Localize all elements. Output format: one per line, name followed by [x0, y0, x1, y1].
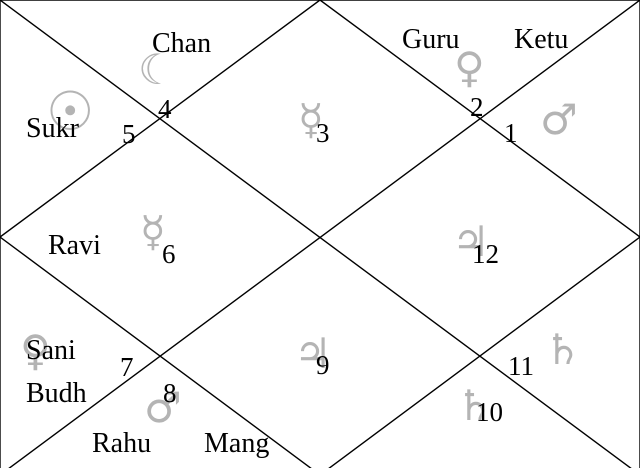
- glyph-house-3: ☿: [298, 95, 324, 144]
- planet-label-ketu: Ketu: [514, 24, 568, 55]
- house-number-12: 12: [472, 239, 499, 269]
- glyph-house-1: ♂: [540, 95, 578, 144]
- planet-label-mang: Mang: [204, 428, 269, 459]
- glyph-house-2: ♀: [454, 43, 485, 92]
- house-number-6: 6: [162, 239, 176, 269]
- planet-labels: Ketu Guru Chan Sukr Ravi Sani Budh Rahu …: [26, 24, 568, 459]
- planet-label-sukr: Sukr: [26, 113, 80, 144]
- house-number-2: 2: [470, 92, 484, 122]
- house-number-9: 9: [316, 350, 330, 380]
- planet-label-ravi: Ravi: [48, 230, 101, 261]
- planet-label-budh: Budh: [26, 378, 87, 409]
- glyph-house-10: ♄: [456, 381, 494, 430]
- planet-label-sani: Sani: [26, 335, 76, 366]
- house-number-7: 7: [120, 352, 134, 382]
- planet-label-chan: Chan: [152, 28, 211, 59]
- house-number-10: 10: [476, 397, 503, 427]
- glyph-house-11: ♄: [544, 325, 582, 374]
- glyph-house-5: ☉: [46, 80, 94, 143]
- glyph-house-12: ♃: [452, 217, 490, 266]
- house-number-5: 5: [122, 119, 136, 149]
- glyph-house-8: ♂: [144, 383, 182, 432]
- planet-label-guru: Guru: [402, 24, 460, 55]
- house-number-8: 8: [163, 378, 177, 408]
- house-numbers: 1 2 3 4 5 6 7 8 9 10 11 12: [120, 92, 534, 427]
- glyph-house-9: ♃: [294, 329, 332, 378]
- house-number-3: 3: [316, 118, 330, 148]
- sign-glyphs: ♂ ♀ ☿ ☾ ☉ ☿ ♀ ♂ ♃ ♄ ♄ ♃: [20, 43, 582, 432]
- house-number-4: 4: [158, 94, 172, 124]
- house-number-11: 11: [508, 351, 534, 381]
- glyph-house-7: ♀: [20, 326, 51, 375]
- planet-label-rahu: Rahu: [92, 428, 151, 459]
- glyph-house-6: ☿: [140, 207, 166, 256]
- glyph-house-4: ☾: [138, 45, 176, 94]
- house-number-1: 1: [504, 118, 518, 148]
